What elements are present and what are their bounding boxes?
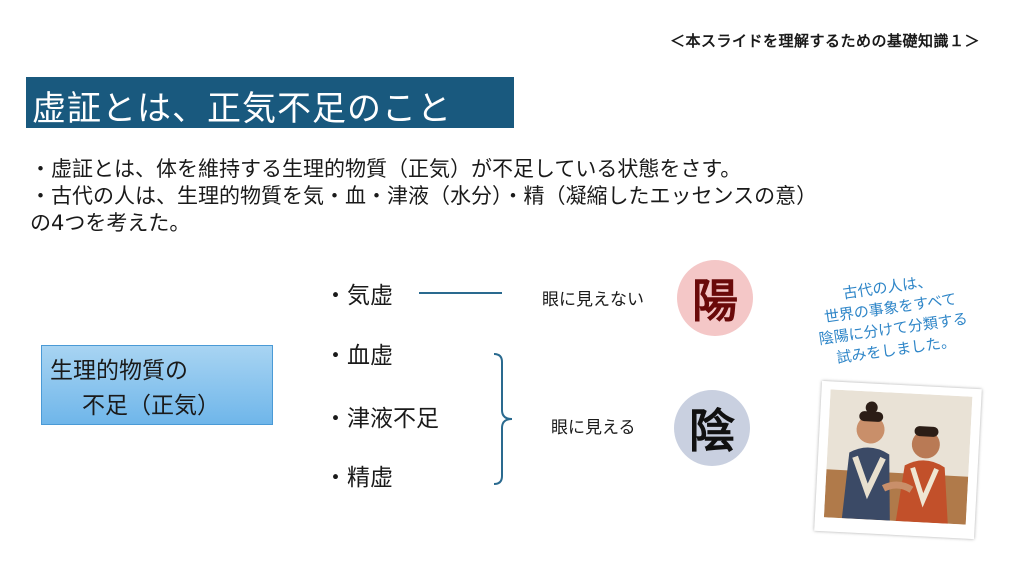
- ancient-people-photo: [814, 380, 982, 540]
- yin-character: 陰: [689, 404, 735, 458]
- deficiency-box: 生理的物質の 不足（正気）: [41, 345, 273, 425]
- label-visible: 眼に見える: [551, 418, 636, 438]
- right-brace: [493, 353, 513, 485]
- title-banner: 虚証とは、正気不足のこと: [26, 77, 514, 129]
- box-line: 生理的物質の: [50, 358, 188, 384]
- bullet-item: ・虚証とは、体を維持する生理的物質（正気）が不足している状態をさす。: [30, 157, 742, 181]
- yin-circle: 陰: [674, 390, 750, 466]
- yang-circle: 陽: [677, 260, 753, 336]
- box-line: 不足（正気）: [82, 393, 220, 419]
- bullet-item: の4つを考えた。: [30, 211, 191, 235]
- bullet-list: ・虚証とは、体を維持する生理的物質（正気）が不足している状態をさす。 ・古代の人…: [30, 156, 1010, 237]
- item-essence-deficiency: ・精虚: [324, 465, 393, 491]
- slide-subtitle-note: ＜本スライドを理解するための基礎知識１＞: [669, 32, 980, 50]
- connector-line: [419, 292, 502, 294]
- item-qi-deficiency: ・気虚: [324, 283, 393, 309]
- handwritten-note: 古代の人は、 世界の事象をすべて 陰陽に分けて分類する 試みをしました。: [782, 263, 1002, 375]
- bullet-item: ・古代の人は、生理的物質を気・血・津液（水分）・精（凝縮したエッセンスの意）: [30, 184, 818, 208]
- illustration-image: [823, 389, 973, 525]
- item-fluid-deficiency: ・津液不足: [324, 406, 439, 432]
- item-blood-deficiency: ・血虚: [324, 343, 393, 369]
- label-invisible: 眼に見えない: [542, 290, 644, 310]
- slide-title: 虚証とは、正気不足のこと: [32, 89, 452, 129]
- yang-character: 陽: [692, 274, 738, 328]
